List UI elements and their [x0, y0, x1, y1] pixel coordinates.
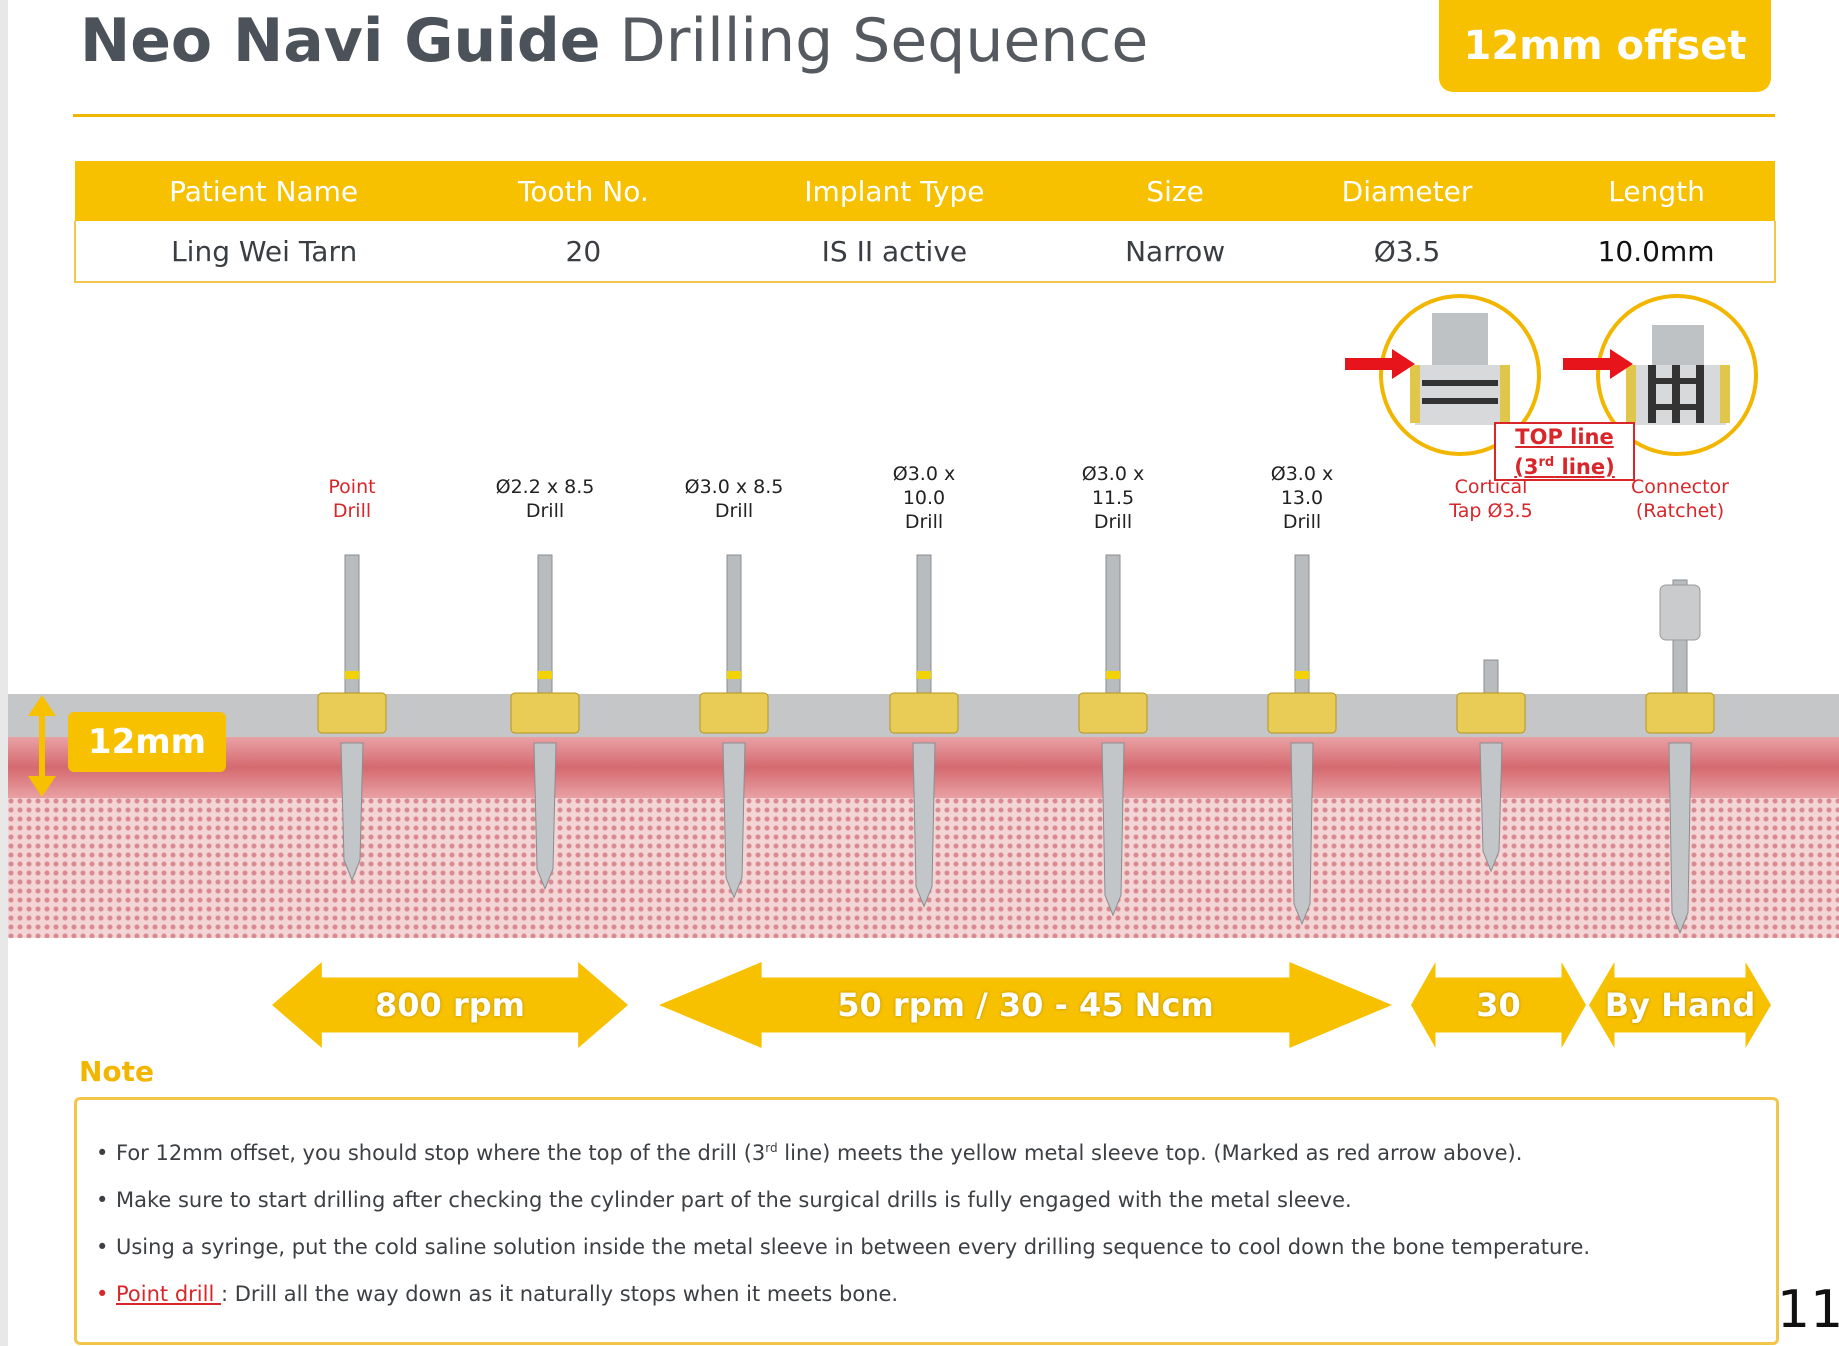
page-title: Neo Navi Guide Drilling Sequence: [80, 6, 1148, 76]
drill-tip: [1101, 742, 1125, 917]
col-header: Diameter: [1275, 161, 1539, 221]
page-edge: [0, 0, 8, 1346]
drill-shank: [1105, 554, 1121, 714]
drill-3: [699, 554, 769, 899]
drill-third-line: [345, 671, 359, 679]
col-header: Implant Type: [714, 161, 1075, 221]
drill-label-line: Ø3.0 x: [1270, 463, 1334, 485]
divider: [73, 114, 1775, 117]
drill-label: Connector(Ratchet): [1605, 475, 1755, 523]
note-box: [74, 1097, 1779, 1345]
drill-label-line: Ø3.0 x: [1081, 463, 1145, 485]
detail-circle-tap: [1345, 294, 1541, 456]
drill-4: [889, 554, 959, 908]
drill-label-line: Ø2.2 x 8.5: [495, 476, 595, 498]
drill-shank: [916, 554, 932, 714]
drill-label-line: Ø3.0 x: [892, 463, 956, 485]
note-item: •For 12mm offset, you should stop where …: [96, 1141, 1523, 1165]
note-item: •Point drill : Drill all the way down as…: [96, 1282, 899, 1306]
metal-sleeve: [317, 692, 387, 734]
drill-tip: [912, 742, 936, 908]
title-bold: Neo Navi Guide: [80, 6, 601, 76]
drill-label-line: 11.5: [1091, 487, 1135, 509]
metal-sleeve: [699, 692, 769, 734]
drill-shank: [537, 554, 553, 714]
drill-6: [1267, 554, 1337, 926]
cell-diameter: Ø3.5: [1275, 221, 1539, 283]
detail-circle-connector: [1563, 294, 1758, 456]
drill-label-line: Point: [328, 476, 376, 498]
drill-tip: [340, 742, 364, 882]
drill-tip: [533, 742, 557, 891]
title-light: Drilling Sequence: [619, 6, 1149, 76]
note-item: •Make sure to start drilling after check…: [96, 1188, 1352, 1212]
drill-third-line: [917, 671, 931, 679]
drill-tip: [722, 742, 746, 899]
drill-shank: [1294, 554, 1310, 714]
offset-arrow-icon: [28, 695, 56, 797]
note-title: Note: [79, 1055, 155, 1088]
drill-third-line: [1106, 671, 1120, 679]
drill-label-line: Drill: [904, 511, 944, 533]
drill-1: [317, 554, 387, 882]
metal-sleeve: [889, 692, 959, 734]
cell-length: 10.0mm: [1538, 221, 1776, 283]
drill-label-line: Drill: [332, 500, 372, 522]
col-header: Size: [1074, 161, 1276, 221]
drill-tip: [1479, 742, 1503, 873]
drill-2: [510, 554, 580, 891]
col-header: Tooth No.: [452, 161, 715, 221]
drill-label-line: Drill: [525, 500, 565, 522]
col-header: Patient Name: [75, 161, 453, 221]
drill-label-line: 13.0: [1280, 487, 1324, 509]
drill-5: [1078, 554, 1148, 917]
cell-patient-name: Ling Wei Tarn: [73, 221, 453, 283]
drill-7: [1456, 659, 1526, 873]
drill-label-line: Drill: [1093, 511, 1133, 533]
drill-label-line: 10.0: [902, 487, 946, 509]
patient-table: Patient Name Tooth No. Implant Type Size…: [73, 161, 1776, 283]
top-line-callout: TOP line (3rd line): [1494, 422, 1635, 481]
drill-tip: [1290, 742, 1314, 926]
table-header-row: Patient Name Tooth No. Implant Type Size…: [75, 161, 1775, 221]
drill-label-line: Ø3.0 x 8.5: [684, 476, 784, 498]
drill-label-line: Connector: [1631, 476, 1729, 498]
drill-third-line: [538, 671, 552, 679]
ratchet-head: [1659, 584, 1701, 641]
drill-shank: [726, 554, 742, 714]
drill-label-line: Drill: [714, 500, 754, 522]
cell-size: Narrow: [1074, 221, 1276, 283]
metal-sleeve: [1267, 692, 1337, 734]
metal-sleeve: [1456, 692, 1526, 734]
third-line-text: (3rd line): [1514, 455, 1615, 479]
offset-label: 12mm: [68, 712, 226, 772]
drill-shank: [344, 554, 360, 714]
metal-sleeve: [510, 692, 580, 734]
drill-label-line: Tap Ø3.5: [1449, 500, 1533, 522]
drill-third-line: [1295, 671, 1309, 679]
drill-label-line: Cortical: [1454, 476, 1528, 498]
offset-badge: 12mm offset: [1439, 0, 1771, 92]
drill-third-line: [727, 671, 741, 679]
drill-label-line: Drill: [1282, 511, 1322, 533]
col-header: Length: [1538, 161, 1775, 221]
drill-tip: [1668, 742, 1692, 935]
note-item: •Using a syringe, put the cold saline so…: [96, 1235, 1591, 1259]
cell-implant-type: IS II active: [714, 221, 1075, 283]
metal-sleeve: [1078, 692, 1148, 734]
metal-sleeve: [1645, 692, 1715, 734]
top-line-text: TOP line: [1515, 425, 1614, 449]
table-row: Ling Wei Tarn 20 IS II active Narrow Ø3.…: [73, 221, 1776, 283]
cell-tooth: 20: [452, 221, 715, 283]
drill-label-line: (Ratchet): [1635, 500, 1725, 522]
page-number: 11: [1777, 1280, 1839, 1340]
drill-8: [1645, 579, 1715, 935]
